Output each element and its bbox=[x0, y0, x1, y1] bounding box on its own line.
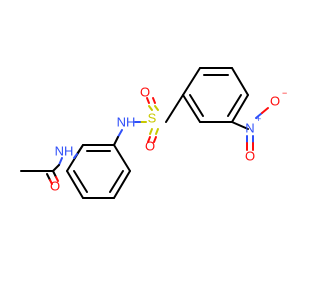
bond bbox=[113, 170, 131, 199]
nitrophenyl-ring bbox=[182, 67, 249, 123]
bond bbox=[149, 128, 153, 135]
bond bbox=[189, 94, 204, 117]
charge-plus: + bbox=[256, 114, 261, 124]
bond bbox=[109, 170, 124, 193]
bond bbox=[165, 94, 184, 123]
atom-label-nh: NH bbox=[55, 144, 74, 159]
bond bbox=[113, 136, 119, 146]
atom-label-o: O bbox=[145, 139, 155, 154]
bond bbox=[113, 144, 131, 172]
bond bbox=[46, 173, 51, 181]
nitro-group bbox=[246, 107, 269, 151]
bond bbox=[147, 136, 151, 143]
bond bbox=[182, 67, 201, 96]
charge-minus: − bbox=[282, 88, 287, 98]
bond bbox=[76, 144, 84, 155]
bond bbox=[52, 170, 57, 178]
atom-label-nh: NH bbox=[117, 115, 136, 130]
bond bbox=[66, 170, 84, 199]
bond bbox=[49, 179, 53, 185]
bond bbox=[261, 107, 269, 114]
bond bbox=[227, 94, 242, 117]
bond bbox=[231, 67, 249, 96]
sulfonyl-group bbox=[134, 97, 159, 143]
atom-label-o: O bbox=[245, 149, 255, 164]
bond bbox=[55, 176, 59, 182]
acetamide-group bbox=[20, 144, 84, 185]
bond bbox=[182, 94, 201, 123]
bond bbox=[58, 157, 63, 166]
bond bbox=[73, 153, 78, 159]
bond bbox=[154, 105, 159, 111]
bond bbox=[73, 170, 88, 193]
phenylene-ring bbox=[66, 144, 131, 199]
bond bbox=[153, 136, 157, 143]
bond bbox=[146, 97, 150, 104]
atom-label-s: S bbox=[148, 111, 157, 126]
atom-label-o: O bbox=[50, 179, 60, 194]
atom-label-o: O bbox=[140, 85, 150, 100]
bond bbox=[231, 94, 249, 123]
bond bbox=[255, 112, 263, 119]
bond bbox=[117, 129, 123, 138]
atom-label-o: O bbox=[270, 94, 280, 109]
bond bbox=[155, 128, 159, 135]
atom-label-n: N bbox=[245, 121, 254, 136]
molecule-structure: NH NH S O O N + O − O O bbox=[20, 67, 287, 199]
bond bbox=[231, 121, 249, 130]
bond bbox=[152, 97, 156, 104]
bond bbox=[52, 164, 60, 172]
bond bbox=[148, 105, 153, 111]
